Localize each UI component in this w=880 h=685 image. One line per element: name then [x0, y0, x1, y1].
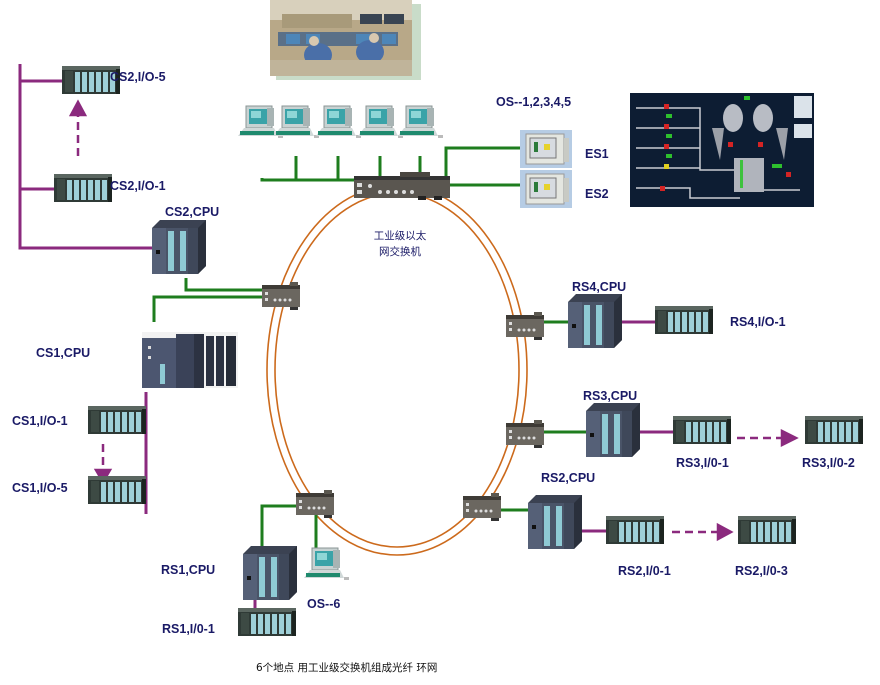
rs2-io-3-label: RS2,I/0-3: [735, 564, 788, 578]
rs3-io-2-rack: [805, 416, 863, 444]
cs1-io-5-label: CS1,I/O-5: [12, 481, 68, 495]
rs2-io-1-label: RS2,I/0-1: [618, 564, 671, 578]
engineering-station-1: [519, 129, 573, 169]
rs3-io-1-rack: [673, 416, 731, 444]
operator-stations-label: OS--1,2,3,4,5: [496, 95, 572, 109]
operator-station-pc-6: [303, 547, 350, 581]
cs2-io-5-label: CS2,I/O-5: [110, 70, 166, 84]
rs4-cpu-label: RS4,CPU: [572, 280, 627, 294]
rs4-io-1-rack: [655, 306, 713, 334]
process-graphics-screenshot: [630, 93, 814, 207]
diagram-caption: 6个地点 用工业级交换机组成光纤 环网: [256, 662, 438, 674]
ring-switch-rs2: [463, 493, 501, 521]
cs1-cpu-label: CS1,CPU: [36, 346, 91, 360]
cs1-cpu-rack: [142, 332, 238, 388]
rs2-io-3-rack: [738, 516, 796, 544]
rs1-io-1-rack: [238, 608, 296, 636]
ring-switch-cs: [262, 282, 300, 310]
rs1-io-1-label: RS1,I/0-1: [162, 622, 215, 636]
operator-station-pc-5: [397, 105, 444, 139]
cs1-io-1-label: CS1,I/O-1: [12, 414, 68, 428]
control-room-photo: [270, 0, 421, 80]
core-switch-label-line2: 网交换机: [379, 246, 421, 258]
es2-label: ES2: [585, 187, 609, 201]
operator-station-pc-2: [273, 105, 320, 139]
es1-label: ES1: [585, 147, 609, 161]
ring-switch-rs4: [506, 312, 544, 340]
engineering-station-2: [519, 169, 573, 209]
rs4-io-1-label: RS4,I/O-1: [730, 315, 786, 329]
operator-station-pc-3: [315, 105, 362, 139]
cs2-io-1-label: CS2,I/O-1: [110, 179, 166, 193]
ethernet-links: [152, 146, 588, 554]
core-switch-label: 工业级以太 网交换机: [360, 228, 440, 260]
rs4-cpu-rack: [568, 294, 622, 348]
rs2-cpu-rack: [528, 495, 582, 549]
rs1-cpu-label: RS1,CPU: [161, 563, 216, 577]
rs2-io-1-rack: [606, 516, 664, 544]
rs1-cpu-rack: [243, 546, 297, 600]
cs2-cpu-rack: [152, 220, 206, 274]
rs3-io-1-label: RS3,I/0-1: [676, 456, 729, 470]
ring-switch-rs1: [296, 490, 334, 518]
rs3-cpu-rack: [586, 403, 640, 457]
cs1-io-5-rack: [88, 476, 146, 504]
operator-station-pc-4: [357, 105, 404, 139]
os-6-label: OS--6: [307, 597, 341, 611]
cs2-cpu-label: CS2,CPU: [165, 205, 220, 219]
ring-switch-rs3: [506, 420, 544, 448]
cs1-io-1-rack: [88, 406, 146, 434]
rs3-io-2-label: RS3,I/0-2: [802, 456, 855, 470]
core-ethernet-switch: [354, 172, 450, 200]
rs3-cpu-label: RS3,CPU: [583, 389, 638, 403]
rs2-cpu-label: RS2,CPU: [541, 471, 596, 485]
core-switch-label-line1: 工业级以太: [373, 230, 427, 242]
cs2-io-1-rack: [54, 174, 112, 202]
